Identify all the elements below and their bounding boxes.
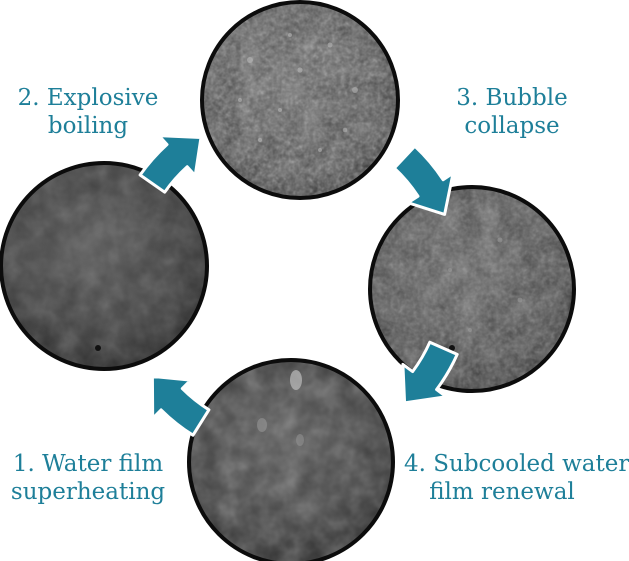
stage-1-photo xyxy=(0,161,209,371)
cycle-diagram xyxy=(0,0,576,561)
stage-3-label: 3. Bubble collapse xyxy=(424,84,600,140)
arrow-2-to-3 xyxy=(392,144,455,216)
stage-2-label-line2: boiling xyxy=(47,113,129,139)
arrow-4-to-1 xyxy=(150,374,211,437)
stage-1-label: 1. Water film superheating xyxy=(0,450,176,506)
stage-1-label-line1: 1. Water film xyxy=(12,451,164,477)
stage-2-label: 2. Explosive boiling xyxy=(0,84,176,140)
stage-4-photo xyxy=(187,358,395,561)
stage-2-label-line1: 2. Explosive xyxy=(17,85,159,111)
arrow-1-to-2 xyxy=(138,134,203,194)
stage-3-photo xyxy=(368,185,576,393)
arrow-3-to-4 xyxy=(401,340,459,405)
stage-3-label-line1: 3. Bubble xyxy=(456,85,568,111)
stage-1-label-line2: superheating xyxy=(10,479,166,505)
stage-4-label-line2: film renewal xyxy=(429,479,575,505)
cycle-arrows xyxy=(138,134,459,437)
stage-3-label-line2: collapse xyxy=(464,113,560,139)
stage-2-photo xyxy=(200,0,400,200)
stage-4-label-line1: 4. Subcooled water xyxy=(404,451,629,477)
stage-4-label: 4. Subcooled water film renewal xyxy=(404,450,629,506)
